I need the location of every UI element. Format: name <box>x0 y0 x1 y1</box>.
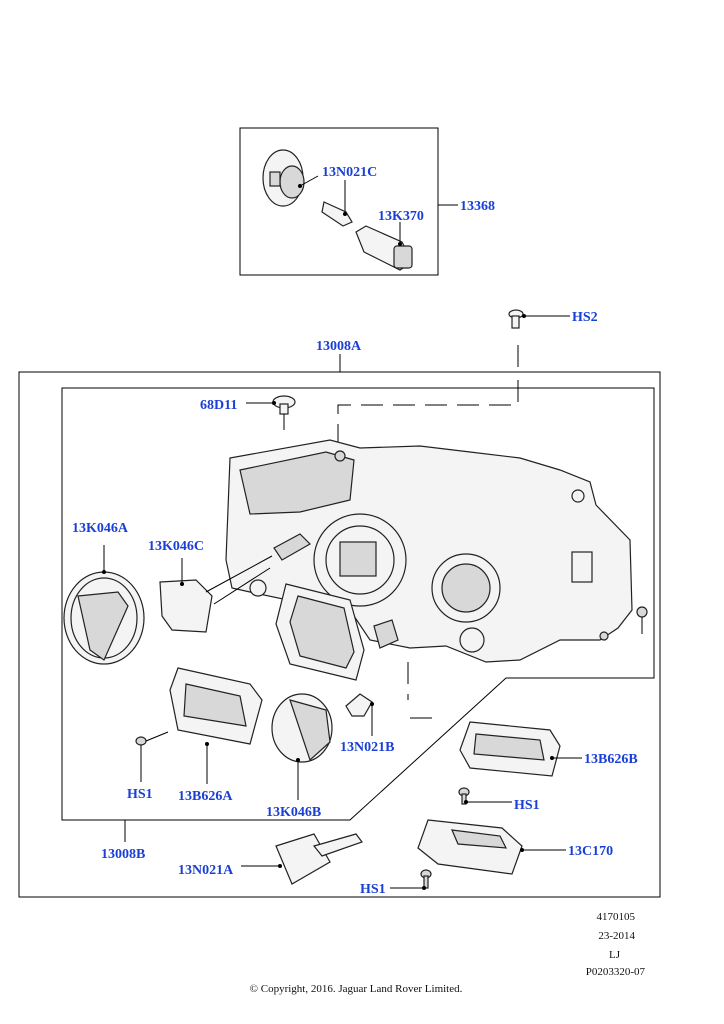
ref-number: 4170105 <box>597 911 636 923</box>
igniter-13c170 <box>417 819 566 875</box>
callout-13k046c: 13K046C <box>148 539 204 554</box>
hs2-screw <box>508 309 570 368</box>
callout-13n021c-top: 13N021C <box>322 165 377 180</box>
callout-hs2: HS2 <box>572 310 598 325</box>
callout-13k370: 13K370 <box>378 209 424 224</box>
hs1-right-screw <box>458 787 512 805</box>
callout-13b626b: 13B626B <box>584 752 638 767</box>
headlamp-housing <box>225 439 648 681</box>
callout-68d11: 68D11 <box>200 398 237 413</box>
inset-frame <box>239 127 439 276</box>
bulb-inset <box>239 127 458 276</box>
cap-68d11 <box>246 395 296 430</box>
ballast-13b626b <box>459 721 582 777</box>
initials: LJ <box>609 949 621 961</box>
callout-hs1-left: HS1 <box>127 787 153 802</box>
bulb-holder-socket <box>279 165 305 199</box>
callout-13k046a: 13K046A <box>72 521 129 536</box>
bulb-13n021b <box>345 693 374 736</box>
main-bulb-base <box>393 245 413 269</box>
inner-frame <box>61 387 655 821</box>
hs1-bottom-screw <box>390 869 432 890</box>
copyright: © Copyright, 2016. Jaguar Land Rover Lim… <box>250 983 463 995</box>
callout-13008b: 13008B <box>101 847 145 862</box>
ballast-13b626a <box>169 667 263 784</box>
callout-13n021b: 13N021B <box>340 740 394 755</box>
callout-hs1-right: HS1 <box>514 798 540 813</box>
bulb-holder-clip <box>269 171 281 187</box>
callout-13k046b: 13K046B <box>266 805 321 820</box>
callout-13008a: 13008A <box>316 339 362 354</box>
pub-code: P0203320-07 <box>586 966 646 978</box>
callout-13c170: 13C170 <box>568 844 613 859</box>
module-13k046c <box>159 555 273 633</box>
cover-13k046a <box>63 545 145 665</box>
bulb-13n021a <box>241 833 363 885</box>
cover-13k046b <box>271 693 333 800</box>
callout-13b626a: 13B626A <box>178 789 233 804</box>
callout-13368: 13368 <box>460 199 495 214</box>
date-code: 23-2014 <box>598 930 635 942</box>
callout-13n021a: 13N021A <box>178 863 234 878</box>
hs1-left-screw <box>135 731 169 782</box>
callout-hs1-bottom: HS1 <box>360 882 386 897</box>
small-bulb <box>321 201 353 227</box>
